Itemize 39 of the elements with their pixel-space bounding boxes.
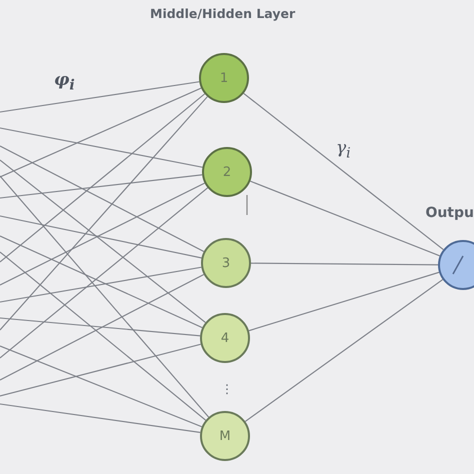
connector-line [251,262,438,266]
node-number: 1 [220,70,228,86]
node-number: 4 [220,330,230,346]
connector-line [0,317,200,336]
connector-line [244,279,444,422]
layer-heading: Middle/Hidden Layer [150,6,296,21]
connector-line [0,146,204,252]
connector-line [0,93,206,262]
connector-line [0,187,208,358]
neuron-circle [202,147,252,197]
neuron-circle [201,238,251,288]
neuron-circle [199,53,249,103]
connector-line [250,180,440,256]
connector-line [0,274,204,380]
connector-line [0,81,200,113]
connector-line [0,96,208,330]
connector-line [0,403,200,434]
connector-line [0,176,210,418]
connector-line [0,127,203,168]
ellipsis-label: ⋮ [221,382,233,396]
connector-line [0,252,206,421]
connector-line [248,272,440,332]
connector-line [0,160,206,323]
connector-line [0,215,202,258]
connector-line [0,344,201,397]
connector-line [0,266,202,303]
neuron-circle [200,313,250,363]
node-number: 3 [222,256,230,270]
node-number: M [219,428,231,444]
connector-line [0,345,202,428]
connector-line [243,92,444,250]
node-number: 2 [222,164,232,180]
neuron-circle [200,411,250,461]
connector-line [0,174,202,199]
output-node-circle [438,240,474,290]
connector-line [0,88,202,178]
connector-line [0,182,205,286]
layer-heading: Outpu [425,205,474,221]
connector-line [0,236,202,328]
